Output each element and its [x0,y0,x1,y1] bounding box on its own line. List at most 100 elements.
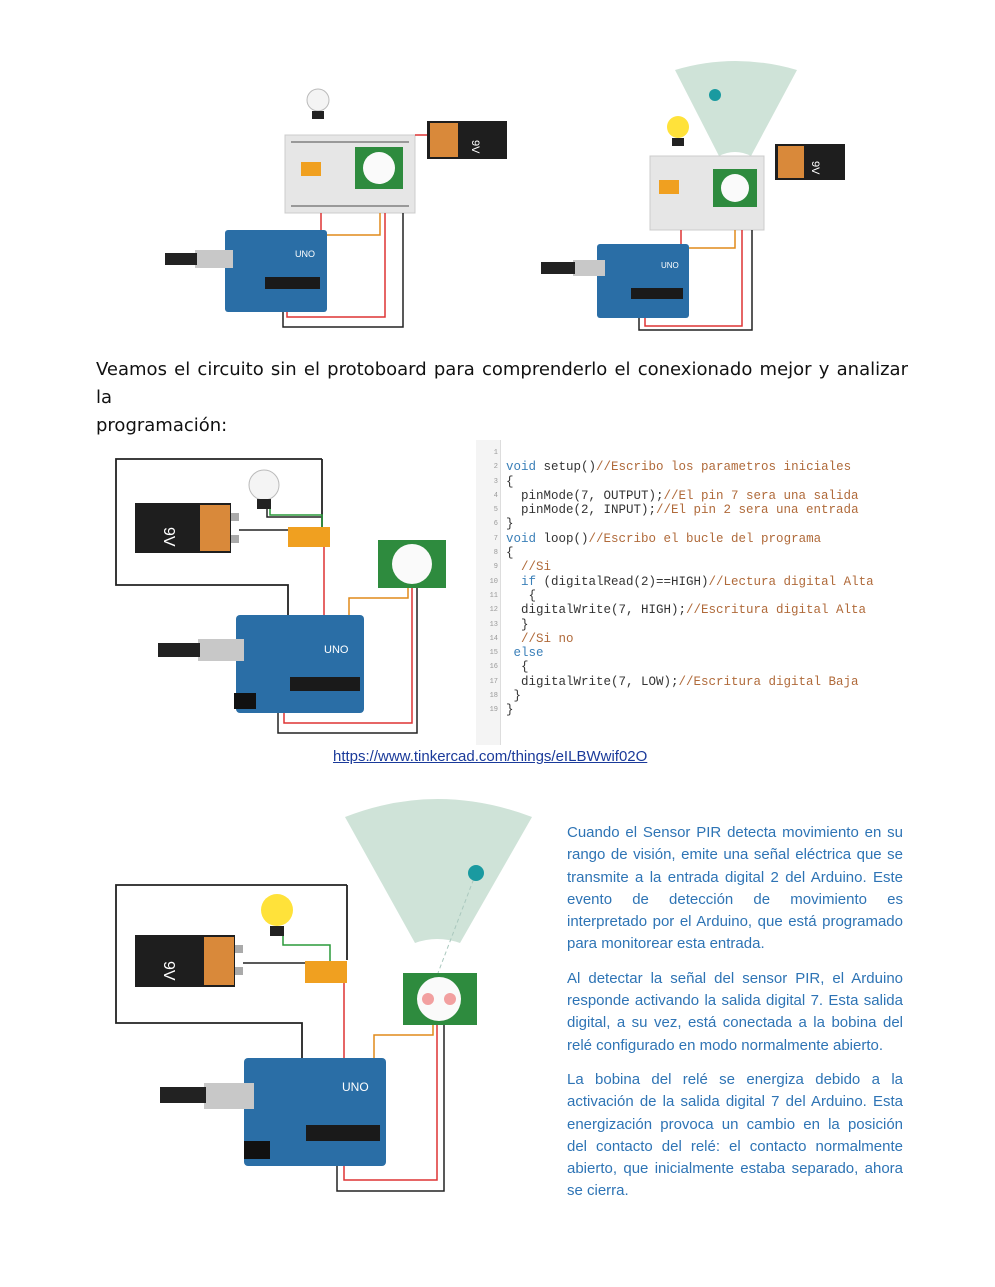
code-line: 1 [476,446,916,460]
svg-text:9V: 9V [160,961,177,981]
bulb-on-icon [261,894,293,926]
code-keyword: void [506,460,537,475]
line-number: 3 [493,477,498,486]
code-line: 19} [476,703,916,717]
line-number: 6 [493,520,498,529]
target-dot-icon [709,89,721,101]
code-text: digitalWrite(7, LOW);//Escritura digital… [506,675,859,689]
line-number: 16 [489,663,498,672]
code-line: 10 if (digitalRead(2)==HIGH)//Lectura di… [476,575,916,589]
arduino-board-icon: UNO [158,615,364,713]
code-statement: { [506,588,537,603]
line-number: 4 [493,491,498,500]
code-text: pinMode(2, INPUT);//El pin 2 sera una en… [506,503,859,517]
code-line: 13 } [476,618,916,632]
code-text: } [506,618,529,632]
arduino-board-icon: UNO [541,244,689,318]
line-number: 14 [489,634,498,643]
circuit-direct-figure: 9V UNO [115,458,446,734]
code-listing: 1 2 void setup()//Escribo los parametros i… [476,440,916,745]
code-line: 4 pinMode(7, OUTPUT);//El pin 7 sera una… [476,489,916,503]
code-keyword: if [506,574,537,589]
code-comment: //Si [521,560,552,575]
code-line: 9 //Si [476,560,916,574]
code-line: 5 pinMode(2, INPUT);//El pin 2 sera una … [476,503,916,517]
code-line: 15 else [476,646,916,660]
battery-icon: 9V [135,503,239,553]
code-comment: //Escritura digital Baja [678,674,859,689]
code-comment: //El pin 2 sera una entrada [656,503,859,518]
code-keyword: else [506,646,544,661]
code-line: 3{ [476,475,916,489]
line-number: 5 [493,506,498,515]
code-statement [506,632,521,646]
code-line: 8{ [476,546,916,560]
line-number: 15 [489,649,498,658]
relay-icon [288,527,330,547]
code-statement: } [506,689,522,704]
code-line: 16 { [476,660,916,674]
code-line: 2 void setup()//Escribo los parametros in… [476,460,916,474]
line-number: 9 [493,563,498,572]
code-line: 12 digitalWrite(7, HIGH);//Escritura dig… [476,603,916,617]
relay-icon [305,961,347,983]
battery-icon: 9V [427,121,507,159]
svg-text:UNO: UNO [342,1080,369,1094]
code-line: 18 } [476,689,916,703]
code-statement: digitalWrite(7, LOW); [506,674,679,689]
line-number: 2 [493,463,498,472]
code-statement: } [506,703,514,718]
code-text: { [506,475,514,489]
circuit-breadboard-on-figure: 9V UNO [541,61,845,331]
svg-text:UNO: UNO [324,644,349,656]
line-number: 13 [489,620,498,629]
bulb-off-icon [248,469,280,501]
battery-label: 9V [469,140,481,154]
pir-sensor-icon [378,540,446,588]
code-statement: } [506,617,529,632]
line-number: 11 [489,591,498,600]
code-keyword: void [506,531,537,546]
code-text: //Si [506,560,551,574]
code-statement: digitalWrite(7, HIGH); [506,603,687,618]
code-line: 11 { [476,589,916,603]
code-statement: { [506,660,529,675]
line-number: 18 [489,692,498,701]
battery-icon: 9V [775,144,845,180]
explanation-text: Cuando el Sensor PIR detecta movimiento … [567,822,903,1215]
line-number-gutter [476,440,501,745]
intro-line-2: programación: [96,415,228,436]
tinkercad-link[interactable]: https://www.tinkercad.com/things/eILBWwi… [333,748,648,765]
svg-text:UNO: UNO [295,249,315,259]
svg-text:UNO: UNO [661,261,679,270]
line-number: 19 [489,706,498,715]
arduino-board-icon: UNO [165,230,327,312]
relay-icon [301,162,321,176]
bulb-on-icon [667,116,689,138]
intro-line-1: Veamos el circuito sin el protoboard par… [96,359,908,408]
code-statement: pinMode(2, INPUT); [506,503,657,518]
line-number: 8 [493,549,498,558]
code-comment: //Escribo el bucle del programa [588,531,822,546]
code-text: else [506,646,544,660]
code-comment: //El pin 7 sera una salida [663,488,859,503]
code-comment: //Si no [521,631,574,646]
code-text: } [506,517,514,531]
line-number: 10 [489,577,498,586]
code-statement: setup() [536,460,597,475]
code-text: //Si no [506,632,574,646]
line-number: 7 [493,534,498,543]
svg-text:9V: 9V [160,527,177,547]
target-dot-icon [468,865,484,881]
code-line: 17 digitalWrite(7, LOW);//Escritura digi… [476,675,916,689]
code-text: void loop()//Escribo el bucle del progra… [506,532,821,546]
line-number: 17 [489,677,498,686]
code-lines: 1 2 void setup()//Escribo los parametros i… [476,446,916,718]
circuit-detection-figure: 9V UNO [115,799,532,1192]
code-statement: } [506,517,514,532]
arduino-board-icon: UNO [160,1058,386,1166]
bulb-off-icon [306,88,330,112]
code-comment: //Escritura digital Alta [686,603,867,618]
code-text: void setup()//Escribo los parametros ini… [506,460,851,474]
code-text: if (digitalRead(2)==HIGH)//Lectura digit… [506,575,874,589]
